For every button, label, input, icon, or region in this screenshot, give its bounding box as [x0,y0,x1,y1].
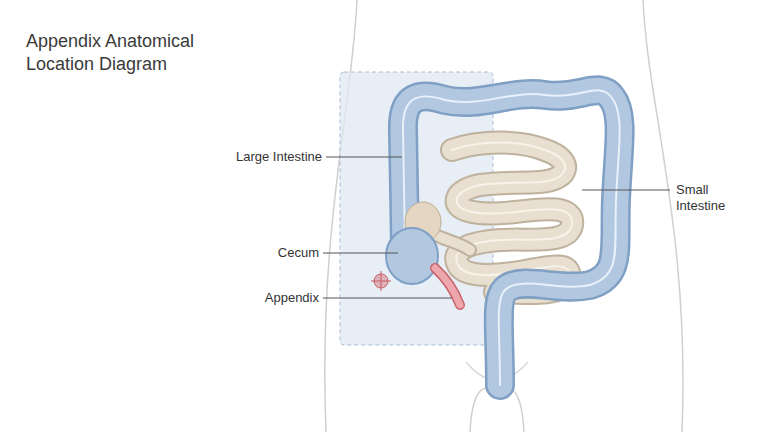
diagram-title: Appendix Anatomical Location Diagram [26,30,241,76]
appendix [435,268,460,305]
leader-line [326,157,402,158]
leader-line [323,298,452,299]
part-label: Large Intestine [236,149,322,165]
leader-line [582,190,670,191]
pain-marker [381,271,382,291]
body-outline [643,0,683,432]
leader-line [323,253,398,254]
part-label: Appendix [265,290,319,306]
part-label: Cecum [278,245,319,261]
cecum [386,228,438,284]
appendix [435,268,460,305]
part-label: Small Intestine [676,182,738,214]
large-intestine [403,90,620,385]
